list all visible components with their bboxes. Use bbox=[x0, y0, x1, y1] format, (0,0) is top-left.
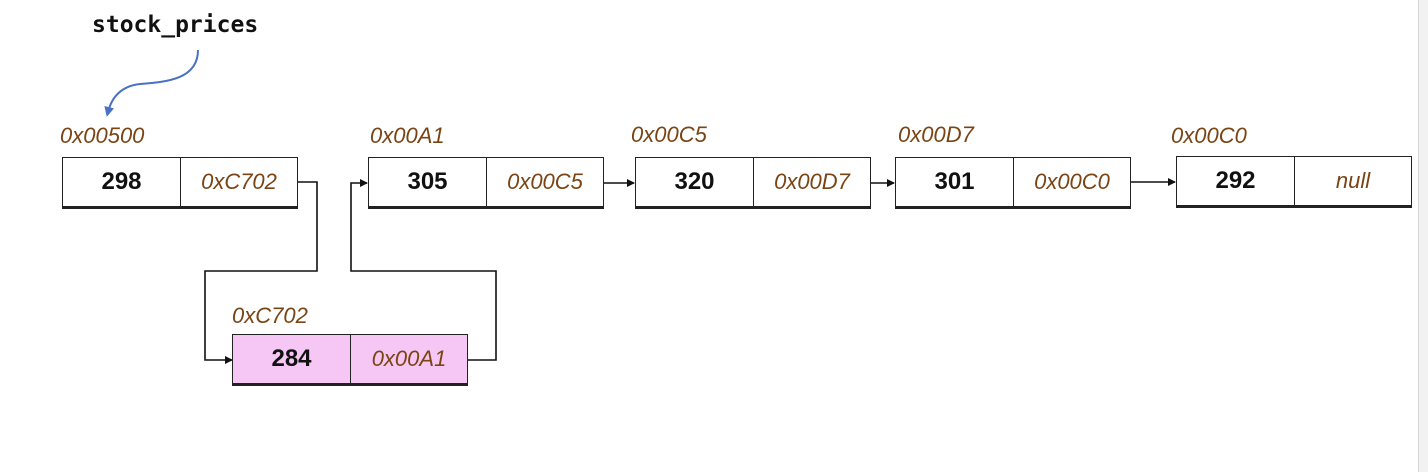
window-edge-scrollbar[interactable] bbox=[1418, 0, 1428, 472]
list-node: 298 0xC702 bbox=[62, 157, 298, 209]
node-value: 305 bbox=[369, 158, 487, 206]
inserted-list-node: 284 0x00A1 bbox=[232, 334, 468, 386]
node-value: 284 bbox=[233, 335, 351, 383]
list-node: 320 0x00D7 bbox=[635, 157, 871, 209]
head-variable-label: stock_prices bbox=[92, 12, 259, 38]
node-address: 0xC702 bbox=[232, 303, 308, 328]
node-value: 298 bbox=[63, 158, 181, 206]
node-next-pointer: 0x00D7 bbox=[774, 169, 850, 194]
list-node: 305 0x00C5 bbox=[368, 157, 604, 209]
node-address: 0x00500 bbox=[60, 123, 145, 148]
node-next-pointer: 0x00C0 bbox=[1034, 169, 1110, 194]
node-next-pointer: 0xC702 bbox=[201, 169, 277, 194]
node-value: 292 bbox=[1177, 157, 1295, 205]
link-298-to-284 bbox=[204, 181, 318, 364]
node-next-pointer: null bbox=[1335, 168, 1371, 193]
head-pointer-arrow bbox=[104, 49, 199, 117]
node-address: 0x00C0 bbox=[1171, 123, 1247, 148]
node-address: 0x00C5 bbox=[631, 122, 707, 147]
node-address: 0x00A1 bbox=[370, 123, 445, 148]
list-node: 301 0x00C0 bbox=[895, 157, 1131, 209]
node-address: 0x00D7 bbox=[898, 122, 974, 147]
node-value: 320 bbox=[636, 158, 754, 206]
node-next-pointer: 0x00C5 bbox=[507, 169, 583, 194]
link-284-to-305 bbox=[350, 179, 497, 361]
node-value: 301 bbox=[896, 158, 1014, 206]
list-node: 292 null bbox=[1176, 156, 1412, 208]
node-next-pointer: 0x00A1 bbox=[371, 346, 447, 371]
